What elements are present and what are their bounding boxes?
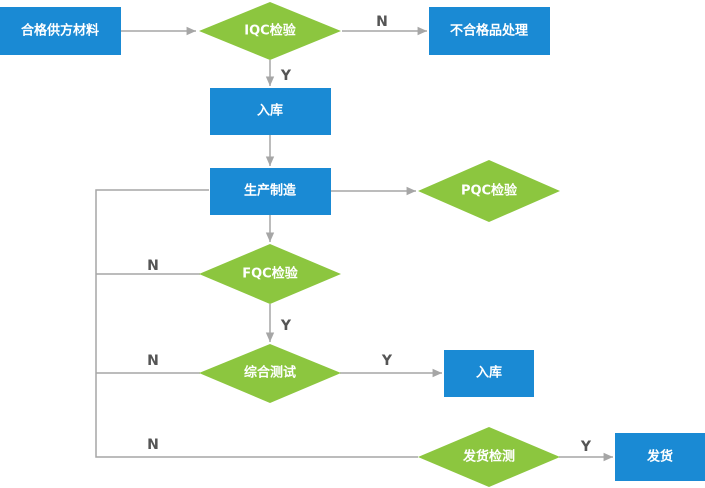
node-iqc-label: IQC检验 (244, 23, 296, 39)
node-supplier-material: 合格供方材料 (0, 7, 121, 55)
node-integrated-test: 综合测试 (199, 344, 341, 403)
edge-label-ship-yes: Y (580, 439, 592, 455)
node-fqc: FQC检验 (199, 244, 341, 304)
node-storage-2-label: 入库 (476, 365, 502, 381)
node-nonconforming-label: 不合格品处理 (450, 23, 528, 39)
node-shipping: 发货 (615, 433, 705, 481)
connectors (95, 26, 613, 462)
node-integrated-test-label: 综合测试 (244, 365, 296, 381)
node-shipping-inspection: 发货检测 (418, 427, 560, 487)
node-shipping-inspection-label: 发货检测 (462, 449, 515, 465)
edge-label-test-yes: Y (381, 353, 393, 369)
node-storage-1: 入库 (210, 88, 331, 135)
node-production-label: 生产制造 (244, 183, 297, 199)
node-supplier-material-label: 合格供方材料 (21, 23, 99, 39)
node-nonconforming: 不合格品处理 (429, 7, 550, 55)
node-iqc: IQC检验 (199, 2, 341, 60)
edge-label-fqc-no: N (147, 258, 159, 274)
node-fqc-label: FQC检验 (242, 266, 298, 282)
node-storage-1-label: 入库 (257, 103, 283, 119)
node-pqc: PQC检验 (418, 160, 560, 222)
edge-label-test-no: N (147, 353, 159, 369)
node-pqc-label: PQC检验 (461, 183, 518, 199)
edge-label-ship-no: N (147, 437, 159, 453)
node-shipping-label: 发货 (646, 449, 673, 465)
node-storage-2: 入库 (444, 350, 534, 397)
edge-label-iqc-yes: Y (280, 68, 292, 84)
edge-label-fqc-yes: Y (280, 318, 292, 334)
node-production: 生产制造 (210, 168, 331, 215)
edge-feedback-loop (95, 189, 418, 458)
edge-label-iqc-no: N (376, 14, 388, 30)
